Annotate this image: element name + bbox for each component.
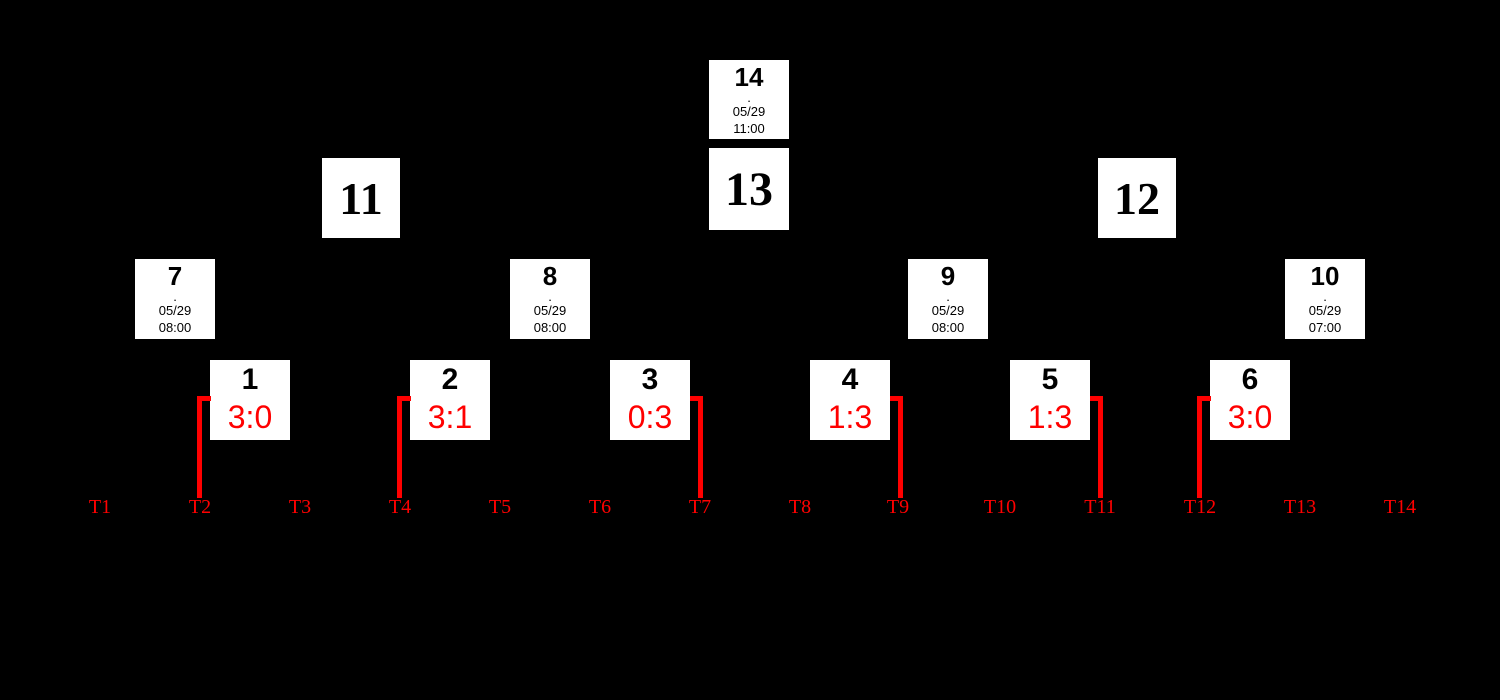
match-number: 5 <box>1041 363 1059 396</box>
winner-line-match1 <box>197 396 202 498</box>
winner-line-match2-stub <box>397 396 411 401</box>
match-score: 1:3 <box>1027 399 1073 435</box>
team-label-t14: T14 <box>1383 496 1417 518</box>
match-number: 6 <box>1241 363 1259 396</box>
match-number: 8 <box>542 261 558 291</box>
match-box-1[interactable]: 1 3:0 <box>210 360 290 440</box>
match-score: 3:0 <box>227 399 273 435</box>
match-score: 3:1 <box>427 399 473 435</box>
match-date: 05/29 <box>533 303 567 318</box>
match-box-13[interactable]: 13 <box>709 148 789 230</box>
match-date: 05/29 <box>1308 303 1342 318</box>
match-date: 05/29 <box>732 104 766 119</box>
match-number: 4 <box>841 363 859 396</box>
winner-line-match5 <box>1098 396 1103 498</box>
match-box-12[interactable]: 12 <box>1098 158 1176 238</box>
match-score: 0:3 <box>627 399 673 435</box>
winner-line-match2 <box>397 396 402 498</box>
winner-line-match3-stub <box>690 396 703 401</box>
team-label-t9: T9 <box>886 496 910 518</box>
team-label-t1: T1 <box>88 496 112 518</box>
match-number: 1 <box>241 363 259 396</box>
match-number: 10 <box>1310 261 1340 291</box>
match-number: 9 <box>940 261 956 291</box>
match-box-7[interactable]: 7 . 05/29 08:00 <box>135 259 215 339</box>
match-time: 08:00 <box>533 320 567 335</box>
team-label-t7: T7 <box>688 496 712 518</box>
match-score: 1:3 <box>827 399 873 435</box>
match-box-14[interactable]: 14 . 05/29 11:00 <box>709 60 789 139</box>
winner-line-match5-stub <box>1090 396 1103 401</box>
match-number: 11 <box>339 172 383 224</box>
match-box-4[interactable]: 4 1:3 <box>810 360 890 440</box>
match-box-3[interactable]: 3 0:3 <box>610 360 690 440</box>
team-label-t10: T10 <box>983 496 1017 518</box>
team-label-t5: T5 <box>488 496 512 518</box>
winner-line-match6 <box>1197 396 1202 498</box>
match-box-9[interactable]: 9 . 05/29 08:00 <box>908 259 988 339</box>
match-box-11[interactable]: 11 <box>322 158 400 238</box>
match-score-placeholder: . <box>173 289 177 304</box>
match-score-placeholder: . <box>548 289 552 304</box>
match-date: 05/29 <box>931 303 965 318</box>
match-box-2[interactable]: 2 3:1 <box>410 360 490 440</box>
team-label-t4: T4 <box>388 496 412 518</box>
winner-line-match4-stub <box>890 396 903 401</box>
team-label-t13: T13 <box>1283 496 1317 518</box>
match-time: 08:00 <box>158 320 192 335</box>
match-date: 05/29 <box>158 303 192 318</box>
match-number: 14 <box>734 62 764 92</box>
winner-line-match3 <box>698 396 703 498</box>
team-label-t2: T2 <box>188 496 212 518</box>
match-number: 7 <box>167 261 183 291</box>
winner-line-match1-stub <box>197 396 211 401</box>
match-number: 2 <box>441 363 459 396</box>
match-box-5[interactable]: 5 1:3 <box>1010 360 1090 440</box>
team-label-t8: T8 <box>788 496 812 518</box>
winner-line-match4 <box>898 396 903 498</box>
team-label-t11: T11 <box>1084 496 1116 518</box>
match-box-10[interactable]: 10 . 05/29 07:00 <box>1285 259 1365 339</box>
match-box-8[interactable]: 8 . 05/29 08:00 <box>510 259 590 339</box>
winner-line-match6-stub <box>1197 396 1211 401</box>
match-time: 08:00 <box>931 320 965 335</box>
team-label-t12: T12 <box>1183 496 1217 518</box>
match-time: 07:00 <box>1308 320 1342 335</box>
match-score-placeholder: . <box>747 90 751 105</box>
team-label-t6: T6 <box>588 496 612 518</box>
match-score-placeholder: . <box>946 289 950 304</box>
match-box-6[interactable]: 6 3:0 <box>1210 360 1290 440</box>
match-number: 3 <box>641 363 659 396</box>
match-number: 13 <box>725 162 773 216</box>
match-time: 11:00 <box>733 121 765 136</box>
team-label-t3: T3 <box>288 496 312 518</box>
match-number: 12 <box>1114 172 1160 224</box>
match-score: 3:0 <box>1227 399 1273 435</box>
match-score-placeholder: . <box>1323 289 1327 304</box>
